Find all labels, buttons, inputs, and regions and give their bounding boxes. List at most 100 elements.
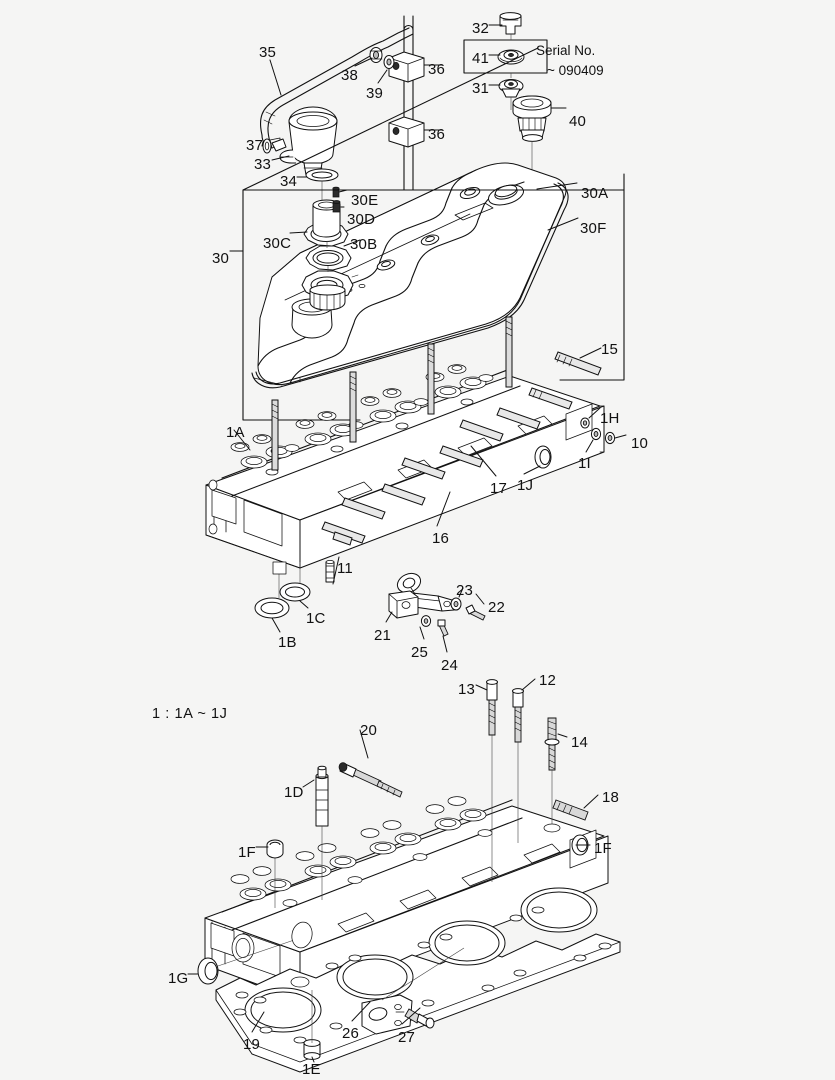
callout-37: 37 <box>246 137 264 154</box>
callout-14: 14 <box>571 734 589 751</box>
seal-1F-right <box>571 834 589 856</box>
callout-10: 10 <box>631 435 649 452</box>
callout-30f: 30F <box>580 220 607 237</box>
callout-1c: 1C <box>306 610 326 627</box>
callout-13: 13 <box>458 681 476 698</box>
callout-27: 27 <box>398 1029 416 1046</box>
callout-40: 40 <box>569 113 587 130</box>
callout-39: 39 <box>366 85 384 102</box>
callout-31: 31 <box>472 80 490 97</box>
serial-note-line2: ~ 090409 <box>547 62 604 78</box>
seal-1G <box>197 921 313 985</box>
breather-hose-art <box>259 15 414 191</box>
callout-34: 34 <box>280 173 298 190</box>
washer-41 <box>497 49 525 65</box>
seal-1F-left <box>266 839 284 908</box>
callout-1h: 1H <box>600 410 620 427</box>
glow-plug-20 <box>338 762 403 798</box>
legend-group-1: 1 : 1A ~ 1J <box>152 706 228 722</box>
callout-35: 35 <box>259 44 277 61</box>
callout-20: 20 <box>360 722 378 739</box>
callout-30: 30 <box>212 250 230 267</box>
callout-25: 25 <box>411 644 429 661</box>
small-seal-10 <box>604 431 616 445</box>
callout-12: 12 <box>539 672 557 689</box>
callout-21: 21 <box>374 627 392 644</box>
head-bolt-12 <box>512 688 524 843</box>
callout-1j: 1J <box>517 477 534 494</box>
cylinder-head-upper-art <box>205 364 605 569</box>
callout-1b: 1B <box>278 634 297 651</box>
head-studs-horizontal <box>321 351 602 546</box>
small-seal-1H <box>580 417 590 429</box>
breather-separator-33 <box>271 106 338 176</box>
oring-1B <box>254 597 290 619</box>
callout-36: 36 <box>428 126 446 143</box>
callout-22: 22 <box>488 599 506 616</box>
callout-23: 23 <box>456 582 474 599</box>
callout-1e: 1E <box>302 1061 321 1078</box>
screw-30E <box>332 186 340 198</box>
head-gasket-19 <box>215 887 621 1073</box>
seal-1J <box>534 445 552 469</box>
callout-11: 11 <box>337 560 353 577</box>
callout-15: 15 <box>601 341 619 358</box>
hose-clamp-lower <box>388 116 425 148</box>
washer-25 <box>420 615 432 627</box>
injector-sleeve-1D <box>315 765 329 900</box>
callout-33: 33 <box>254 156 272 173</box>
callout-26: 26 <box>342 1025 360 1042</box>
callout-1f: 1F <box>594 840 612 857</box>
callout-17: 17 <box>490 480 508 497</box>
callout-1f: 1F <box>238 844 256 861</box>
washer-38 <box>369 47 383 63</box>
washer-31 <box>498 79 524 98</box>
callout-1i: 1I <box>578 455 591 472</box>
callout-19: 19 <box>243 1036 261 1053</box>
washer-23 <box>450 597 462 611</box>
serial-note: Serial No. ~ 090409 <box>536 41 604 80</box>
callout-30b: 30B <box>350 236 378 253</box>
oil-filler-cap-40 <box>512 95 552 142</box>
callout-38: 38 <box>341 67 359 84</box>
head-bolt-13 <box>486 679 498 882</box>
serial-note-line1: Serial No. <box>536 43 596 58</box>
bolt-24 <box>437 619 449 637</box>
plug-1E <box>303 990 321 1060</box>
callout-36: 36 <box>428 61 446 78</box>
oring-34 <box>305 168 339 182</box>
head-studs-vertical <box>271 316 513 471</box>
callout-30e: 30E <box>351 192 379 209</box>
callout-1a: 1A <box>226 424 245 441</box>
callout-1g: 1G <box>168 970 189 987</box>
seal-37 <box>262 138 272 154</box>
head-bolt-14 <box>543 717 561 833</box>
dowel-11 <box>325 560 335 583</box>
oring-1C <box>279 582 311 602</box>
cover-plate-26 <box>361 947 465 1035</box>
valve-cover-body <box>251 162 569 389</box>
breather-cap-30C <box>303 199 349 247</box>
thermostat-bracket-21 <box>388 572 455 619</box>
leader-lines <box>187 24 627 1063</box>
cylinder-head-lower-art <box>204 796 609 1001</box>
breather-base <box>301 270 354 311</box>
callout-30d: 30D <box>347 211 376 228</box>
callout-18: 18 <box>602 789 620 806</box>
filler-stack-32 <box>499 12 522 35</box>
callout-24: 24 <box>441 657 459 674</box>
bolt-22 <box>465 604 486 621</box>
callout-30a: 30A <box>581 185 609 202</box>
screw-30D <box>332 200 341 213</box>
callout-32: 32 <box>472 20 490 37</box>
washer-39 <box>383 55 395 69</box>
breather-gasket-30B <box>305 245 352 271</box>
callout-30c: 30C <box>263 235 292 252</box>
callout-1d: 1D <box>284 784 304 801</box>
callout-16: 16 <box>432 530 450 547</box>
hose-clamp-upper <box>388 51 425 83</box>
stud-18 <box>552 799 589 821</box>
bolt-27 <box>404 1008 435 1029</box>
